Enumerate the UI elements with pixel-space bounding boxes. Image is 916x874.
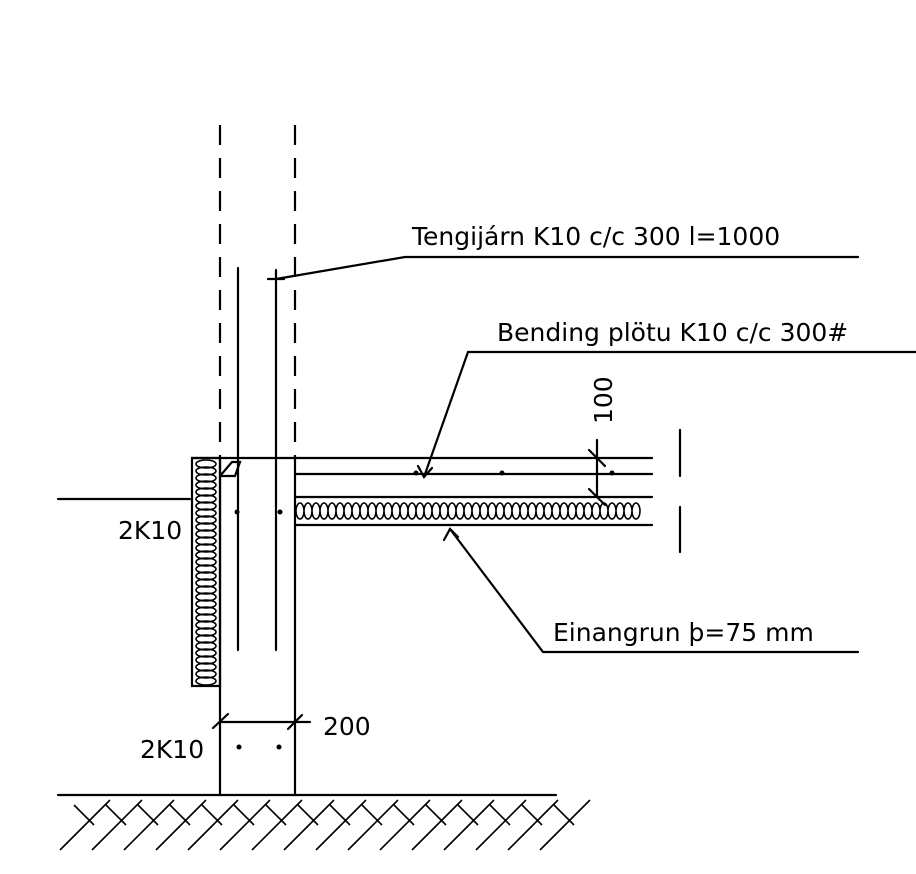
wall-dashed-lines: [218, 125, 297, 462]
label-slab-thickness: 100: [589, 376, 618, 424]
hatch-line: [169, 804, 191, 826]
label-tengijarn: Tengijárn K10 c/c 300 l=1000: [411, 222, 780, 251]
hatch-line: [251, 799, 303, 851]
hatch-line: [457, 804, 479, 826]
hatch-line: [553, 804, 575, 826]
leader-einangrun: [442, 527, 860, 654]
hatch-line: [411, 799, 463, 851]
hatch-line: [347, 799, 399, 851]
hatch-line: [137, 804, 159, 826]
hatch-line: [201, 804, 223, 826]
label-bending: Bending plötu K10 c/c 300#: [497, 318, 848, 347]
hatch-line: [315, 799, 367, 851]
hatch-line: [361, 804, 383, 826]
hatch-line: [489, 804, 511, 826]
hatch-line: [521, 804, 543, 826]
hatch-line: [283, 799, 335, 851]
rebar-dots: [234, 470, 615, 750]
hatch-line: [425, 804, 447, 826]
wall-insulation: [190, 456, 222, 688]
hatch-line: [329, 804, 351, 826]
hatch-line: [507, 799, 559, 851]
hatch-line: [475, 799, 527, 851]
hatch-line: [233, 804, 255, 826]
hatch-line: [539, 799, 591, 851]
hatch-line: [393, 804, 415, 826]
hatch-line: [187, 799, 239, 851]
hatch-line: [265, 804, 287, 826]
dimension-100: [587, 438, 607, 507]
floor-slab: [56, 428, 682, 554]
ground-hatch: [56, 793, 591, 851]
hatch-line: [105, 804, 127, 826]
leader-bending: [416, 350, 916, 479]
hatch-line: [73, 804, 95, 826]
hatch-line: [123, 799, 175, 851]
slab-insulation: [295, 502, 641, 520]
label-footing-rebar: 2K10: [140, 735, 204, 764]
wall-outline: [218, 460, 297, 797]
hatch-line: [443, 799, 495, 851]
label-wall-rebar: 2K10: [118, 516, 182, 545]
hatch-line: [155, 799, 207, 851]
hatch-line: [219, 799, 271, 851]
hatch-line: [91, 799, 143, 851]
label-wall-width: 200: [323, 712, 371, 741]
hatch-line: [297, 804, 319, 826]
hatch-line: [59, 799, 111, 851]
label-einangrun: Einangrun þ=75 mm: [553, 618, 814, 647]
dimension-200: [211, 712, 312, 731]
leader-tengijarn: [266, 255, 860, 281]
hatch-line: [379, 799, 431, 851]
